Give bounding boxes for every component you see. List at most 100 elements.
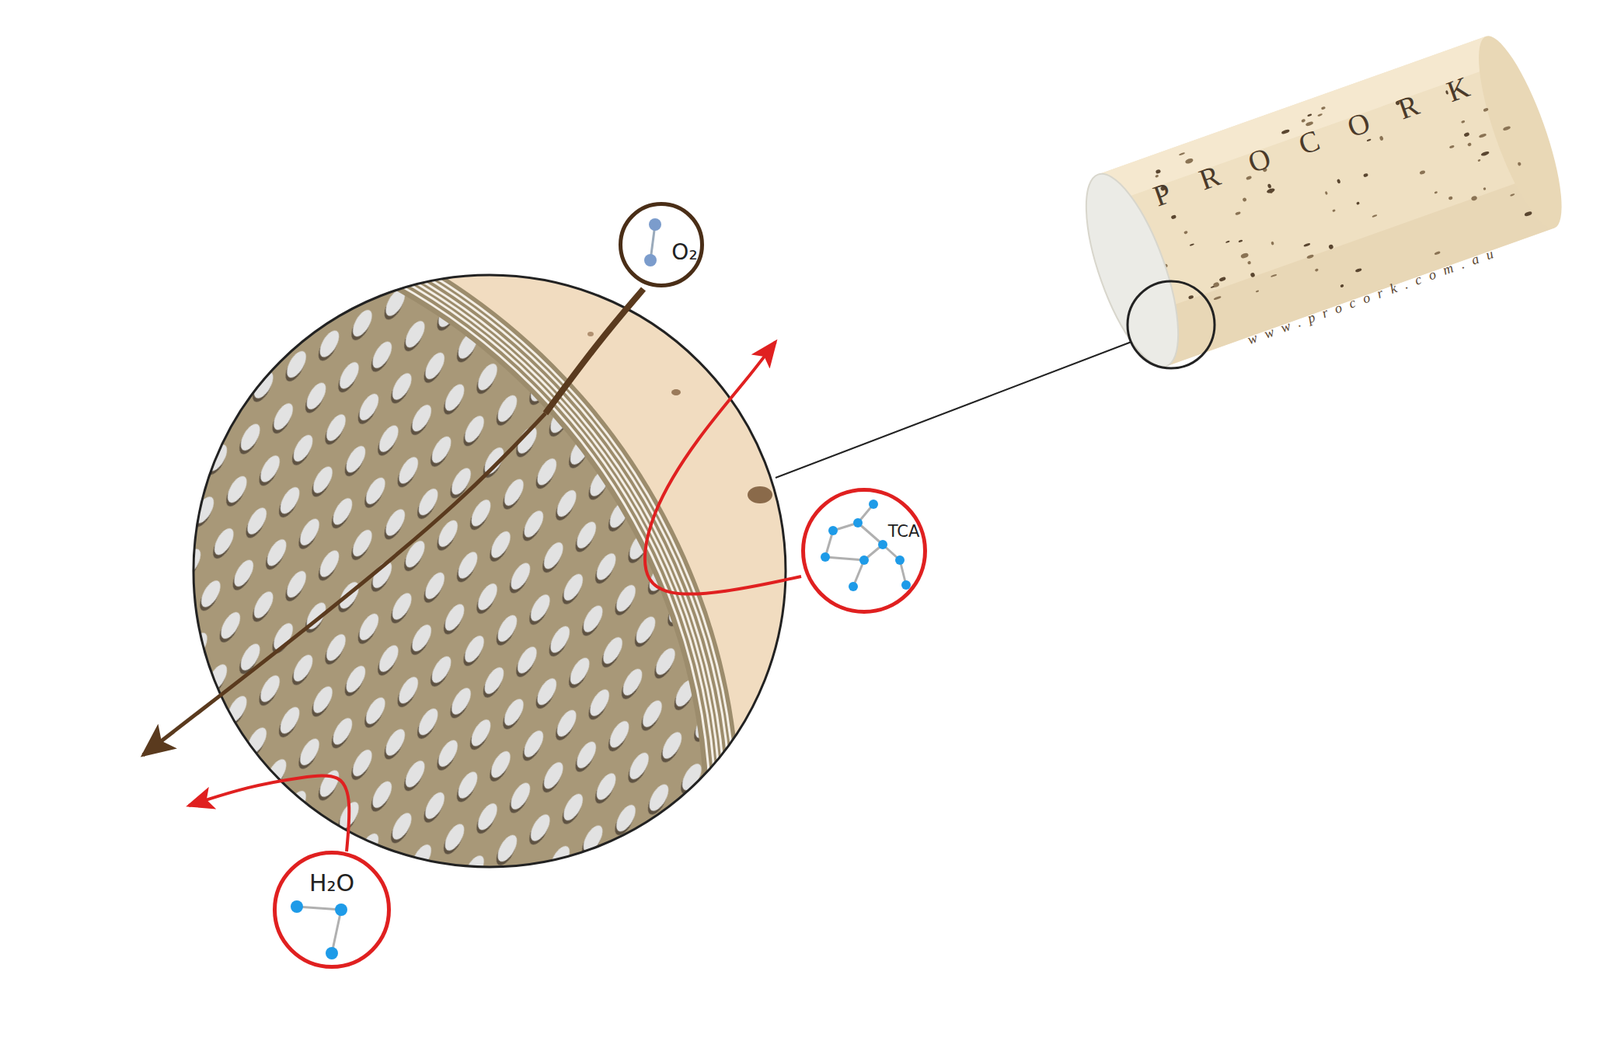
cork-pore [1183,230,1189,235]
growth-ring [0,192,726,1055]
cork-pore [1449,144,1455,149]
brand-name: PROCORK [1149,60,1504,211]
cork-pore [1267,183,1273,189]
cork-pore [1234,211,1241,217]
cork-pore [1155,169,1162,175]
callout-outline [275,853,390,968]
cork-pore [1480,150,1490,157]
bond [825,557,865,561]
cork-pore [1240,252,1249,260]
cork-pore [1448,195,1454,201]
molecule-name: TCA [888,523,921,541]
cork-pore [1463,132,1470,138]
magnified-section [0,177,793,1055]
cork-pore [1460,120,1466,124]
cork-pore [1321,106,1326,111]
zoom-leader [775,341,1132,478]
cork-pore [1482,107,1489,112]
molecule-icon [820,499,911,592]
cork-pore [1317,113,1323,118]
bond [296,906,342,910]
brand-url: www.procork.com.au [1244,244,1503,348]
magnifier-outline [193,275,786,868]
cork-pore [1255,289,1260,293]
cork-pore [1265,187,1276,195]
cork-pore [1324,191,1329,196]
cork-pore [1171,214,1178,220]
callout-circle [272,850,391,970]
cork-pore [1355,201,1360,206]
cork-pore [1477,159,1481,163]
oxygen-arrow [142,413,546,756]
cork-pore [1516,161,1522,167]
cork-pore [1306,254,1315,260]
cork-pore [1509,193,1516,197]
atom [848,582,858,592]
atom [828,526,838,536]
cork-pore [1178,152,1186,157]
growth-ring [0,197,721,1055]
atom [820,552,830,562]
molecule-icon [290,900,348,960]
atom [853,518,863,528]
callout-circle [801,488,928,614]
cork-pore [1471,195,1478,202]
cork-pore [1433,191,1438,195]
molecule-icon [644,218,662,267]
atom [901,580,911,590]
cork-pore [1188,294,1195,300]
atom [859,555,869,565]
cork-pore [1418,170,1426,176]
water-arrow [188,775,349,852]
cork-pore [1218,276,1227,283]
cork-pore [1270,240,1275,245]
cork-pore [1250,271,1256,278]
cork-pore [1237,239,1243,243]
oxygen-callout: O₂ [618,202,705,288]
cork-pore [1478,132,1488,139]
cork-pore [1362,173,1369,178]
cork-pore [1270,273,1278,278]
cork-pore [1184,157,1194,165]
cork-pore [1154,174,1159,178]
cork-pore [1371,214,1377,219]
bond [857,522,883,545]
growth-ring [0,187,731,1055]
atom [895,555,905,565]
cork-pore [1482,187,1486,191]
cork-pore [1467,142,1472,147]
cork-pore [1523,210,1533,217]
bond [331,909,342,954]
cork-pore [1213,296,1222,301]
atom [868,499,879,509]
molecule-name: O₂ [671,241,698,264]
growth-ring [0,182,736,1055]
cork-pore [1189,243,1196,247]
oxygen-path [545,289,644,414]
atom [334,903,348,917]
cork-pore [1213,281,1221,288]
cork-pore [1241,197,1247,203]
cork-pore [1339,283,1344,288]
cork-pore [1502,125,1512,132]
water-callout: H₂O [272,850,391,970]
cork-pore [1355,268,1363,273]
cork-pore [1433,250,1441,256]
atom [648,218,662,231]
atom [290,900,304,914]
atom [325,947,339,960]
growth-ring [0,202,716,1055]
cork-pore [1366,138,1371,142]
cork-pore [1307,113,1313,118]
growth-ring [0,207,711,1055]
tca-callout: TCA [801,488,928,614]
atom [644,254,657,267]
callout-outline [803,490,926,613]
cork-pore [1336,178,1342,185]
cork-stopper [1066,27,1578,377]
cork-pore [1247,260,1252,265]
atom [878,540,888,550]
molecule-name: H₂O [309,871,355,896]
cork-pore [1303,242,1311,248]
